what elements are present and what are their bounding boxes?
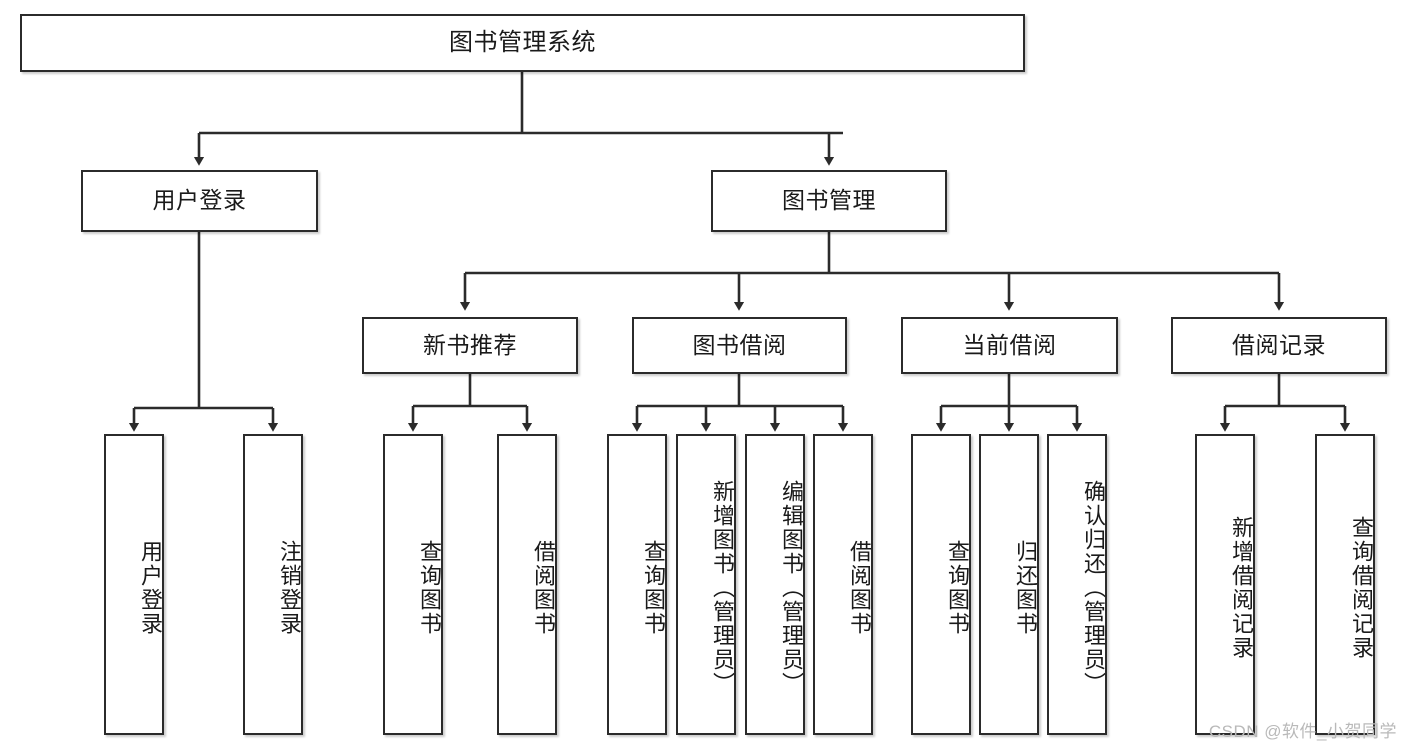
node-root-label: 图书管理系统 xyxy=(449,28,596,56)
leaf-query-record[interactable]: 查询借阅记录 xyxy=(1315,434,1375,735)
leaf-return-book[interactable]: 归还图书 xyxy=(979,434,1039,735)
leaf-query-book-2[interactable]: 查询图书 xyxy=(607,434,667,735)
leaf-query-book-2-label: 查询图书 xyxy=(641,539,666,636)
node-user-login[interactable]: 用户登录 xyxy=(81,170,318,232)
node-new-book-recommend[interactable]: 新书推荐 xyxy=(362,317,578,374)
node-borrow-record[interactable]: 借阅记录 xyxy=(1171,317,1387,374)
leaf-user-login[interactable]: 用户登录 xyxy=(104,434,164,735)
node-book-management[interactable]: 图书管理 xyxy=(711,170,947,232)
leaf-borrow-book-1[interactable]: 借阅图书 xyxy=(497,434,557,735)
node-user-login-label: 用户登录 xyxy=(152,187,247,214)
leaf-query-book-3[interactable]: 查询图书 xyxy=(911,434,971,735)
node-borrow-record-label: 借阅记录 xyxy=(1232,331,1326,358)
leaf-add-book[interactable]: 新增图书（管理员） xyxy=(676,434,736,735)
node-current-borrow-label: 当前借阅 xyxy=(962,331,1057,358)
node-book-borrow[interactable]: 图书借阅 xyxy=(632,317,847,374)
node-book-borrow-label: 图书借阅 xyxy=(692,331,787,358)
leaf-logout-label: 注销登录 xyxy=(277,539,302,636)
leaf-confirm-return-label: 确认归还（管理员） xyxy=(1081,479,1106,696)
leaf-query-book-1[interactable]: 查询图书 xyxy=(383,434,443,735)
node-root[interactable]: 图书管理系统 xyxy=(20,14,1025,72)
leaf-query-book-1-label: 查询图书 xyxy=(417,539,442,636)
node-book-management-label: 图书管理 xyxy=(782,187,876,214)
node-new-book-recommend-label: 新书推荐 xyxy=(423,331,517,358)
leaf-add-book-label: 新增图书（管理员） xyxy=(710,479,735,696)
leaf-query-record-label: 查询借阅记录 xyxy=(1349,515,1374,660)
leaf-logout[interactable]: 注销登录 xyxy=(243,434,303,735)
watermark-text: CSDN @软件_小贺同学 xyxy=(1208,722,1397,741)
leaf-add-record[interactable]: 新增借阅记录 xyxy=(1195,434,1255,735)
leaf-borrow-book-2-label: 借阅图书 xyxy=(847,539,872,636)
leaf-add-record-label: 新增借阅记录 xyxy=(1229,515,1254,660)
leaf-query-book-3-label: 查询图书 xyxy=(945,539,970,636)
leaf-return-book-label: 归还图书 xyxy=(1013,539,1038,636)
leaf-borrow-book-2[interactable]: 借阅图书 xyxy=(813,434,873,735)
leaf-borrow-book-1-label: 借阅图书 xyxy=(531,539,556,636)
node-current-borrow[interactable]: 当前借阅 xyxy=(901,317,1118,374)
leaf-user-login-label: 用户登录 xyxy=(138,539,163,636)
leaf-edit-book[interactable]: 编辑图书（管理员） xyxy=(745,434,805,735)
leaf-edit-book-label: 编辑图书（管理员） xyxy=(779,479,804,696)
leaf-confirm-return[interactable]: 确认归还（管理员） xyxy=(1047,434,1107,735)
